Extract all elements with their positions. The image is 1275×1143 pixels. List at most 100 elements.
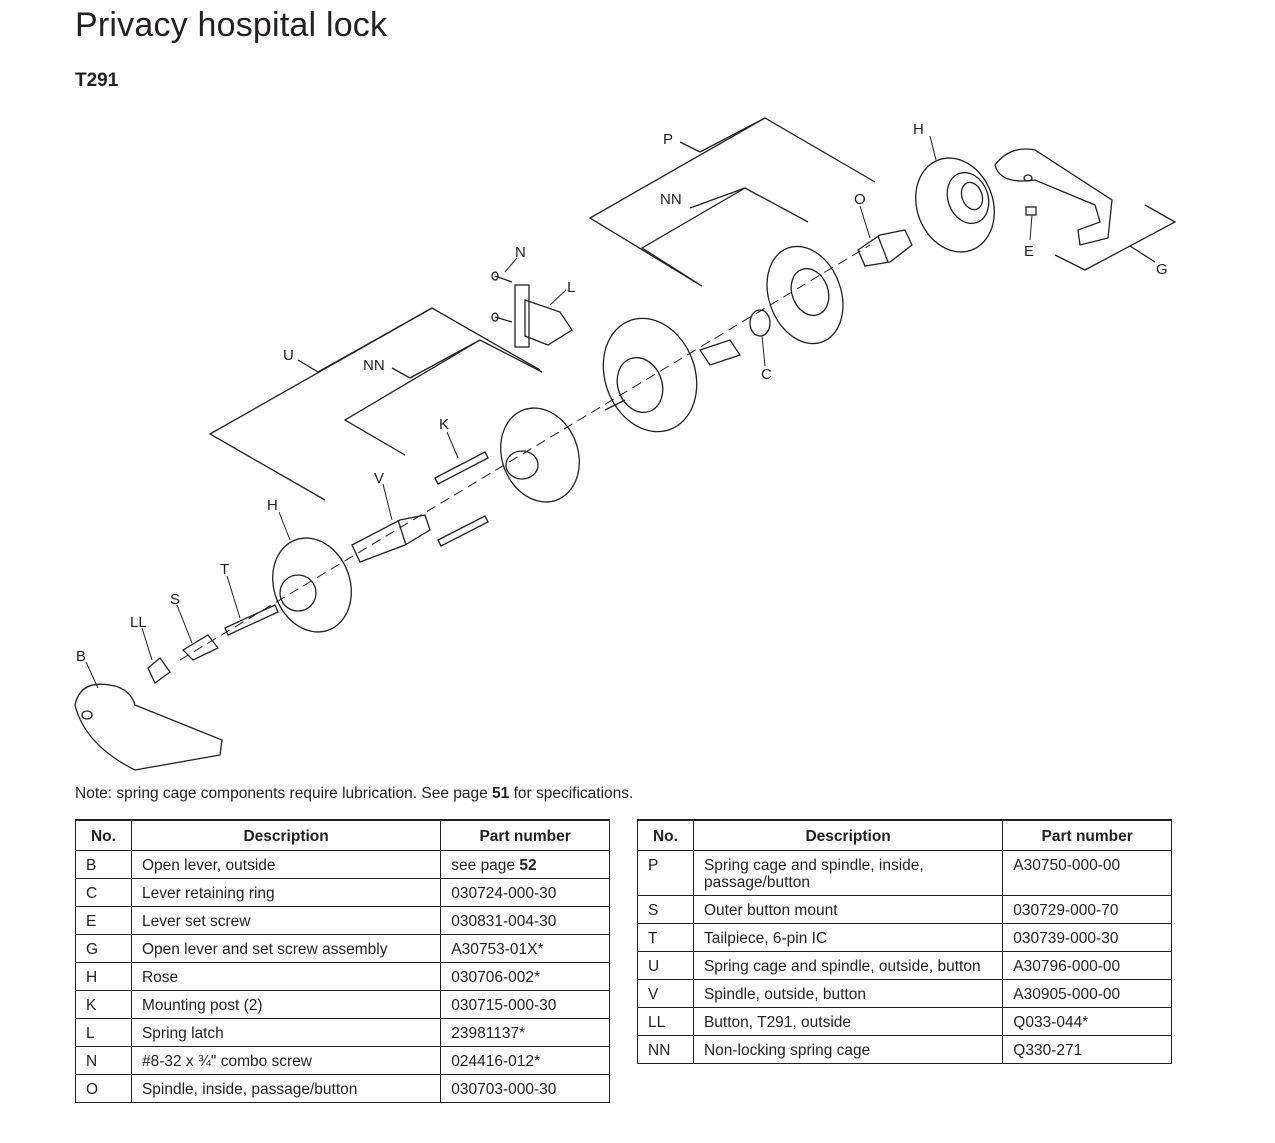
part-number-cell: 030729-000-70 <box>1002 895 1172 924</box>
part-number-cell: A30753-01X* <box>440 934 610 963</box>
page-title: Privacy hospital lock <box>75 6 388 44</box>
right-lever <box>994 148 1113 246</box>
label-k: K <box>439 416 449 433</box>
part-description-cell: Non-locking spring cage <box>692 1035 1004 1064</box>
label-u: U <box>283 347 294 364</box>
part-description-cell: Spindle, outside, button <box>692 979 1004 1008</box>
part-number-cell: 024416-012* <box>440 1046 610 1075</box>
header-part-number: Part number <box>1002 819 1172 851</box>
bracket-nn-top <box>689 187 809 223</box>
part-no-cell: S <box>637 895 694 924</box>
label-t: T <box>220 561 229 578</box>
bracket-p <box>699 117 876 183</box>
right-rose <box>915 157 995 253</box>
lubrication-note: Note: spring cage components require lub… <box>75 785 633 803</box>
part-number-cell: 23981137* <box>440 1018 610 1047</box>
part-number-prefix: see page <box>451 857 520 874</box>
part-no-cell: P <box>637 850 694 896</box>
left-rose <box>272 537 352 633</box>
part-no-cell: C <box>75 878 132 907</box>
lock-chassis <box>602 317 742 433</box>
label-e: E <box>1024 243 1034 260</box>
outside-button <box>147 657 171 684</box>
part-description-cell: Button, T291, outside <box>692 1007 1004 1036</box>
part-description-cell: #8-32 x ¾" combo screw <box>130 1046 442 1075</box>
label-h-right: H <box>913 121 924 138</box>
part-no-cell: K <box>75 990 132 1019</box>
part-description-cell: Open lever, outside <box>130 850 442 879</box>
table-header-row: No. Description Part number <box>637 819 1172 851</box>
part-no-cell: U <box>637 951 694 980</box>
part-number-cell: 030739-000-30 <box>1002 923 1172 952</box>
part-description-cell: Open lever and set screw assembly <box>130 934 442 963</box>
left-lever <box>74 683 223 771</box>
header-description: Description <box>692 819 1004 851</box>
inside-mounting-plate <box>766 245 844 345</box>
part-description-cell: Lever retaining ring <box>130 878 442 907</box>
mounting-posts <box>434 451 489 547</box>
header-part-number: Part number <box>440 819 610 851</box>
header-no: No. <box>637 819 694 851</box>
part-number-cell: Q033-044* <box>1002 1007 1172 1036</box>
part-number-cell: 030715-000-30 <box>440 990 610 1019</box>
label-n: N <box>515 244 526 261</box>
part-description-cell: Tailpiece, 6-pin IC <box>692 923 1004 952</box>
outer-button-mount <box>181 634 220 661</box>
label-o: O <box>854 191 866 208</box>
retaining-ring <box>749 309 771 337</box>
part-number-page-link[interactable]: 52 <box>519 857 537 874</box>
part-number-cell: Q330-271 <box>1002 1035 1172 1064</box>
part-description-cell: Spindle, inside, passage/button <box>130 1074 442 1103</box>
note-prefix: Note: spring cage components require lub… <box>75 785 493 802</box>
part-number-cell: 030703-000-30 <box>440 1074 610 1103</box>
label-nn-left: NN <box>363 357 385 374</box>
outside-spindle <box>351 514 431 563</box>
part-no-cell: T <box>637 923 694 952</box>
part-no-cell: N <box>75 1046 132 1075</box>
label-nn-top: NN <box>660 191 682 208</box>
part-number-cell: see page 52 <box>440 850 610 879</box>
label-s: S <box>170 591 180 608</box>
part-no-cell: E <box>75 906 132 935</box>
part-description-cell: Spring latch <box>130 1018 442 1047</box>
label-c: C <box>761 366 772 383</box>
part-no-cell: O <box>75 1074 132 1103</box>
label-l: L <box>567 279 575 296</box>
part-number-cell: 030724-000-30 <box>440 878 610 907</box>
part-no-cell: LL <box>637 1007 694 1036</box>
part-number-cell: 030831-004-30 <box>440 906 610 935</box>
part-number-cell: A30750-000-00 <box>1002 850 1172 896</box>
label-h-left: H <box>267 497 278 514</box>
label-p: P <box>663 131 673 148</box>
part-no-cell: H <box>75 962 132 991</box>
part-no-cell: NN <box>637 1035 694 1064</box>
note-page-link[interactable]: 51 <box>492 785 510 802</box>
part-no-cell: L <box>75 1018 132 1047</box>
table-header-row: No. Description Part number <box>75 819 610 851</box>
part-no-cell: G <box>75 934 132 963</box>
tailpiece <box>224 604 279 636</box>
bracket-u <box>317 307 541 373</box>
part-number-cell: 030706-002* <box>440 962 610 991</box>
header-no: No. <box>75 819 132 851</box>
part-description-cell: Lever set screw <box>130 906 442 935</box>
label-g: G <box>1156 261 1168 278</box>
model-number: T291 <box>75 70 119 91</box>
part-number-cell: A30796-000-00 <box>1002 951 1172 980</box>
